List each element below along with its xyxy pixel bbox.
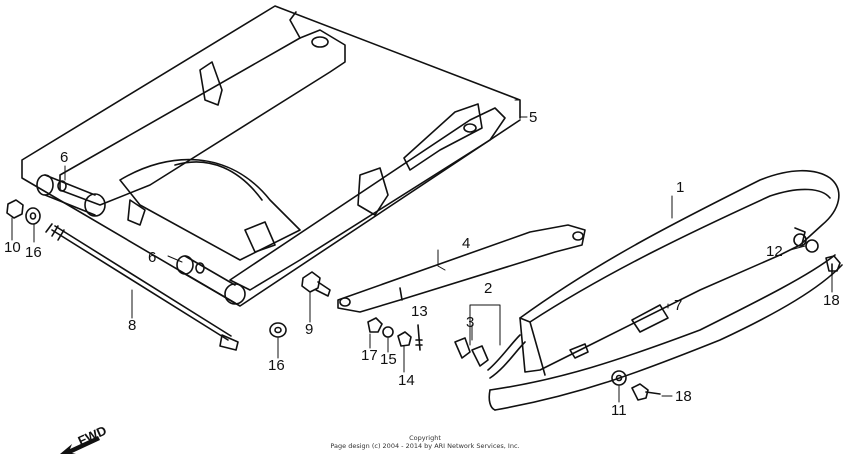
copyright-line-1: Copyright <box>409 434 441 442</box>
washer-15 <box>382 326 394 338</box>
bolt-18b <box>631 383 661 401</box>
callout-c11: 11 <box>611 402 627 419</box>
callout-c16b: 16 <box>268 357 285 374</box>
fwd-arrow-icon: FWD <box>60 424 109 454</box>
swingarm-right-arm <box>229 107 506 291</box>
callout-c18a: 18 <box>823 292 840 309</box>
callout-c18b: 18 <box>675 388 692 405</box>
washer-16a <box>25 207 41 225</box>
callout-c17: 17 <box>361 347 378 364</box>
callout-c8: 8 <box>128 317 136 334</box>
callout-c7: 7 <box>674 297 682 314</box>
callout-c15: 15 <box>380 351 397 368</box>
bolt-9 <box>301 271 331 297</box>
callout-c16a: 16 <box>25 244 42 261</box>
screw-13 <box>415 324 423 351</box>
copyright-line-2: Page design (c) 2004 - 2014 by ARI Netwo… <box>330 442 520 450</box>
washer-12 <box>805 239 819 253</box>
swingarm-left-arm <box>59 29 346 206</box>
chain-case <box>488 169 843 411</box>
callout-c1: 1 <box>676 179 684 196</box>
washer-16b <box>269 322 287 338</box>
nut-10 <box>6 199 24 219</box>
callout-c10: 10 <box>4 239 21 256</box>
callout-c12: 12 <box>766 243 783 260</box>
chain-slider <box>454 334 526 379</box>
callout-c9: 9 <box>305 321 313 338</box>
swingarm-crossmember <box>119 158 301 261</box>
nut-14 <box>397 331 412 347</box>
callout-c14: 14 <box>398 372 415 389</box>
callout-c6a: 6 <box>60 149 68 166</box>
chain-guide-stay <box>337 224 586 313</box>
pivot-bolt <box>45 223 239 351</box>
callout-c4: 4 <box>462 235 470 252</box>
callout-c13: 13 <box>411 303 428 320</box>
washer-17 <box>367 317 383 333</box>
callout-c3: 3 <box>466 314 474 331</box>
callout-c2: 2 <box>484 280 492 297</box>
swingarm-box-outline <box>21 5 521 307</box>
bolt-18a <box>825 255 841 276</box>
pivot-bushing-lower <box>176 255 246 305</box>
callout-c5: 5 <box>529 109 537 126</box>
callout-c6b: 6 <box>148 249 156 266</box>
pivot-bushing-upper <box>36 174 106 217</box>
